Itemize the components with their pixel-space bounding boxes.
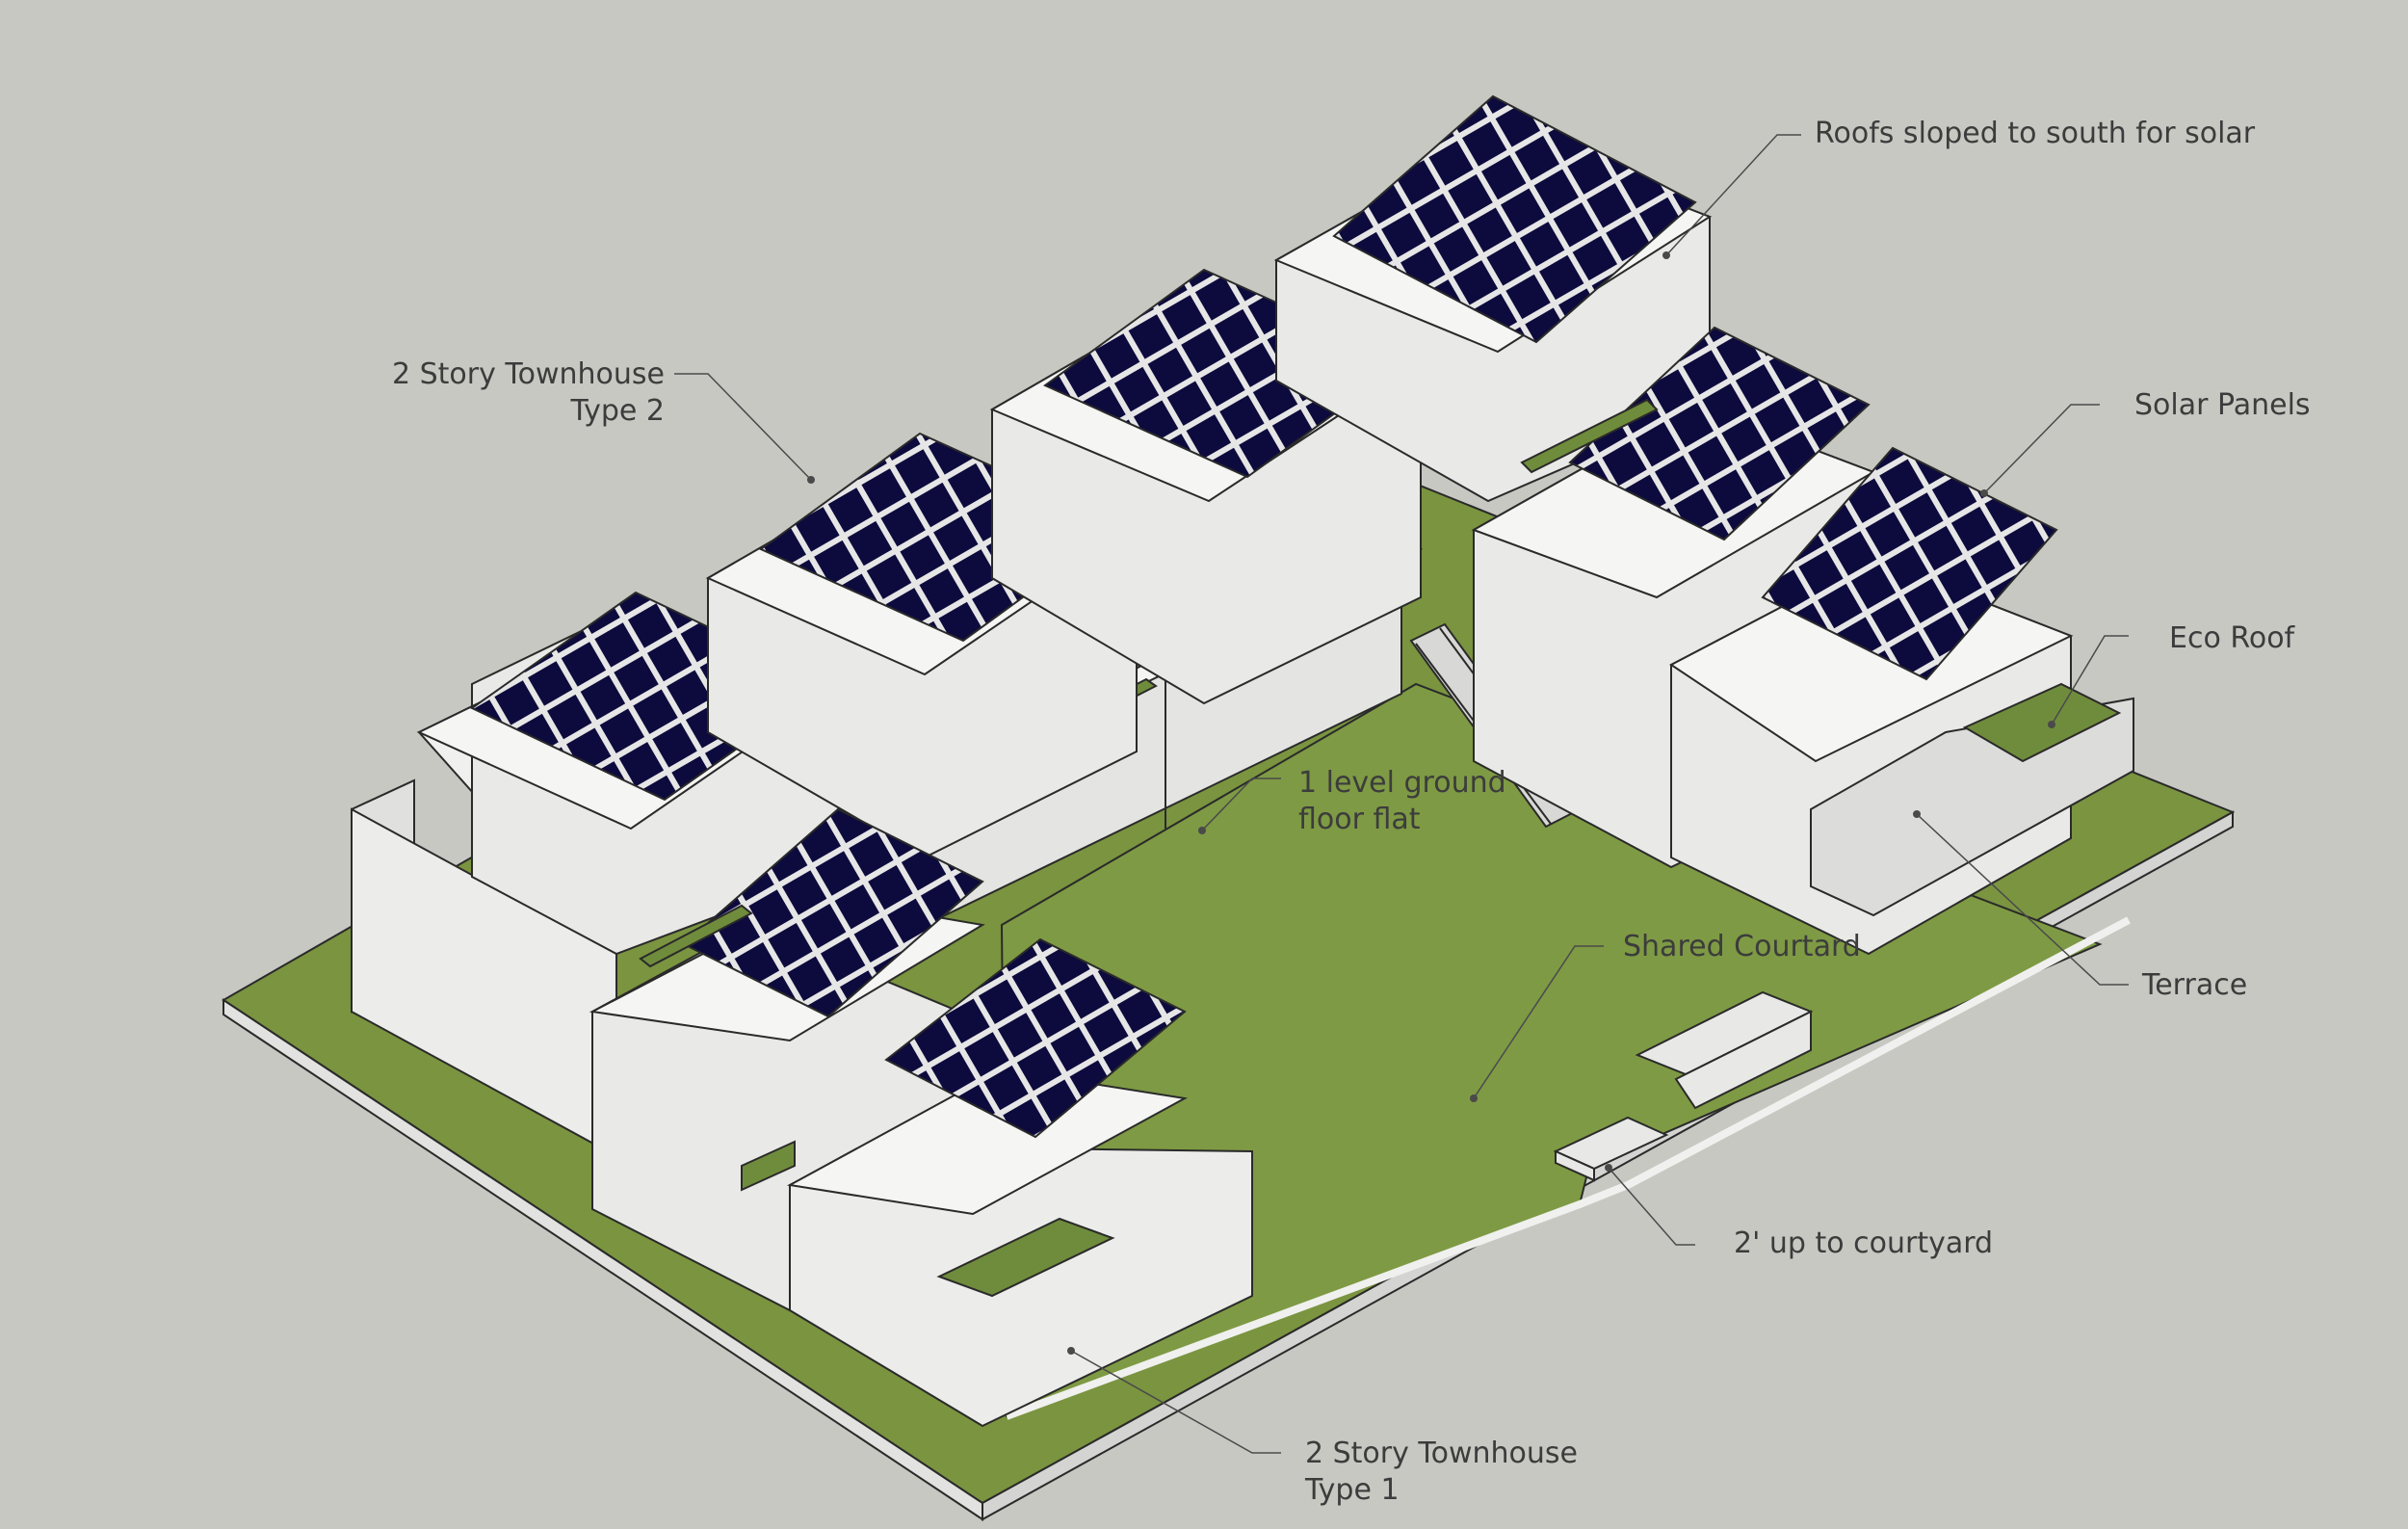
leader-type2	[674, 373, 812, 481]
courtyard-steps	[1553, 990, 1814, 1182]
leader-steps	[1608, 1167, 1695, 1246]
label-shared-courtyard: Shared Courtard	[1623, 929, 1861, 965]
leader-lines	[674, 134, 2129, 1454]
leader-flat	[1201, 778, 1281, 831]
label-townhouse-type1-line2: Type 1	[1305, 1473, 1400, 1507]
leader-type1	[1070, 1350, 1281, 1454]
label-solar-panels-line1: Solar Panels	[2134, 388, 2311, 422]
leader-courtyard	[1473, 945, 1604, 1099]
label-roofs-sloped: Roofs sloped to south for solar	[1815, 116, 2255, 152]
townhouse-type1-row	[589, 807, 1253, 1428]
label-terrace: Terrace	[2142, 967, 2247, 1004]
label-eco-roof: Eco Roof	[2169, 620, 2294, 657]
label-up-to-courtyard-line1: 2' up to courtyard	[1734, 1226, 1994, 1260]
leader-roofs	[1665, 134, 1801, 256]
label-ground-flat-line2: floor flat	[1298, 803, 1421, 836]
label-townhouse-type2-line2: Type 2	[570, 394, 665, 428]
label-ground-flat-line1: 1 level ground	[1298, 766, 1506, 800]
label-eco-roof-line1: Eco Roof	[2169, 621, 2295, 655]
label-up-to-courtyard: 2' up to courtyard	[1734, 1226, 1993, 1262]
townhouse-type2-row	[351, 94, 1713, 1158]
label-roofs-sloped-line1: Roofs sloped to south for solar	[1815, 117, 2256, 150]
leader-solar	[1983, 404, 2100, 494]
label-townhouse-type2-line1: 2 Story Townhouse	[391, 357, 665, 391]
townhouse-right-row	[1471, 326, 2134, 956]
leader-arrowheads	[807, 251, 2055, 1355]
label-ground-flat: 1 level ground floor flat	[1298, 765, 1506, 838]
leader-eco	[2051, 635, 2129, 725]
leader-terrace	[1916, 813, 2129, 986]
label-townhouse-type1-line1: 2 Story Townhouse	[1305, 1437, 1579, 1470]
label-terrace-line1: Terrace	[2142, 968, 2248, 1002]
label-shared-courtyard-line1: Shared Courtard	[1623, 930, 1861, 963]
label-townhouse-type2: 2 Story Townhouse Type 2	[385, 356, 665, 430]
label-townhouse-type1: 2 Story Townhouse Type 1	[1305, 1436, 1578, 1509]
label-solar-panels: Solar Panels	[2134, 387, 2311, 424]
